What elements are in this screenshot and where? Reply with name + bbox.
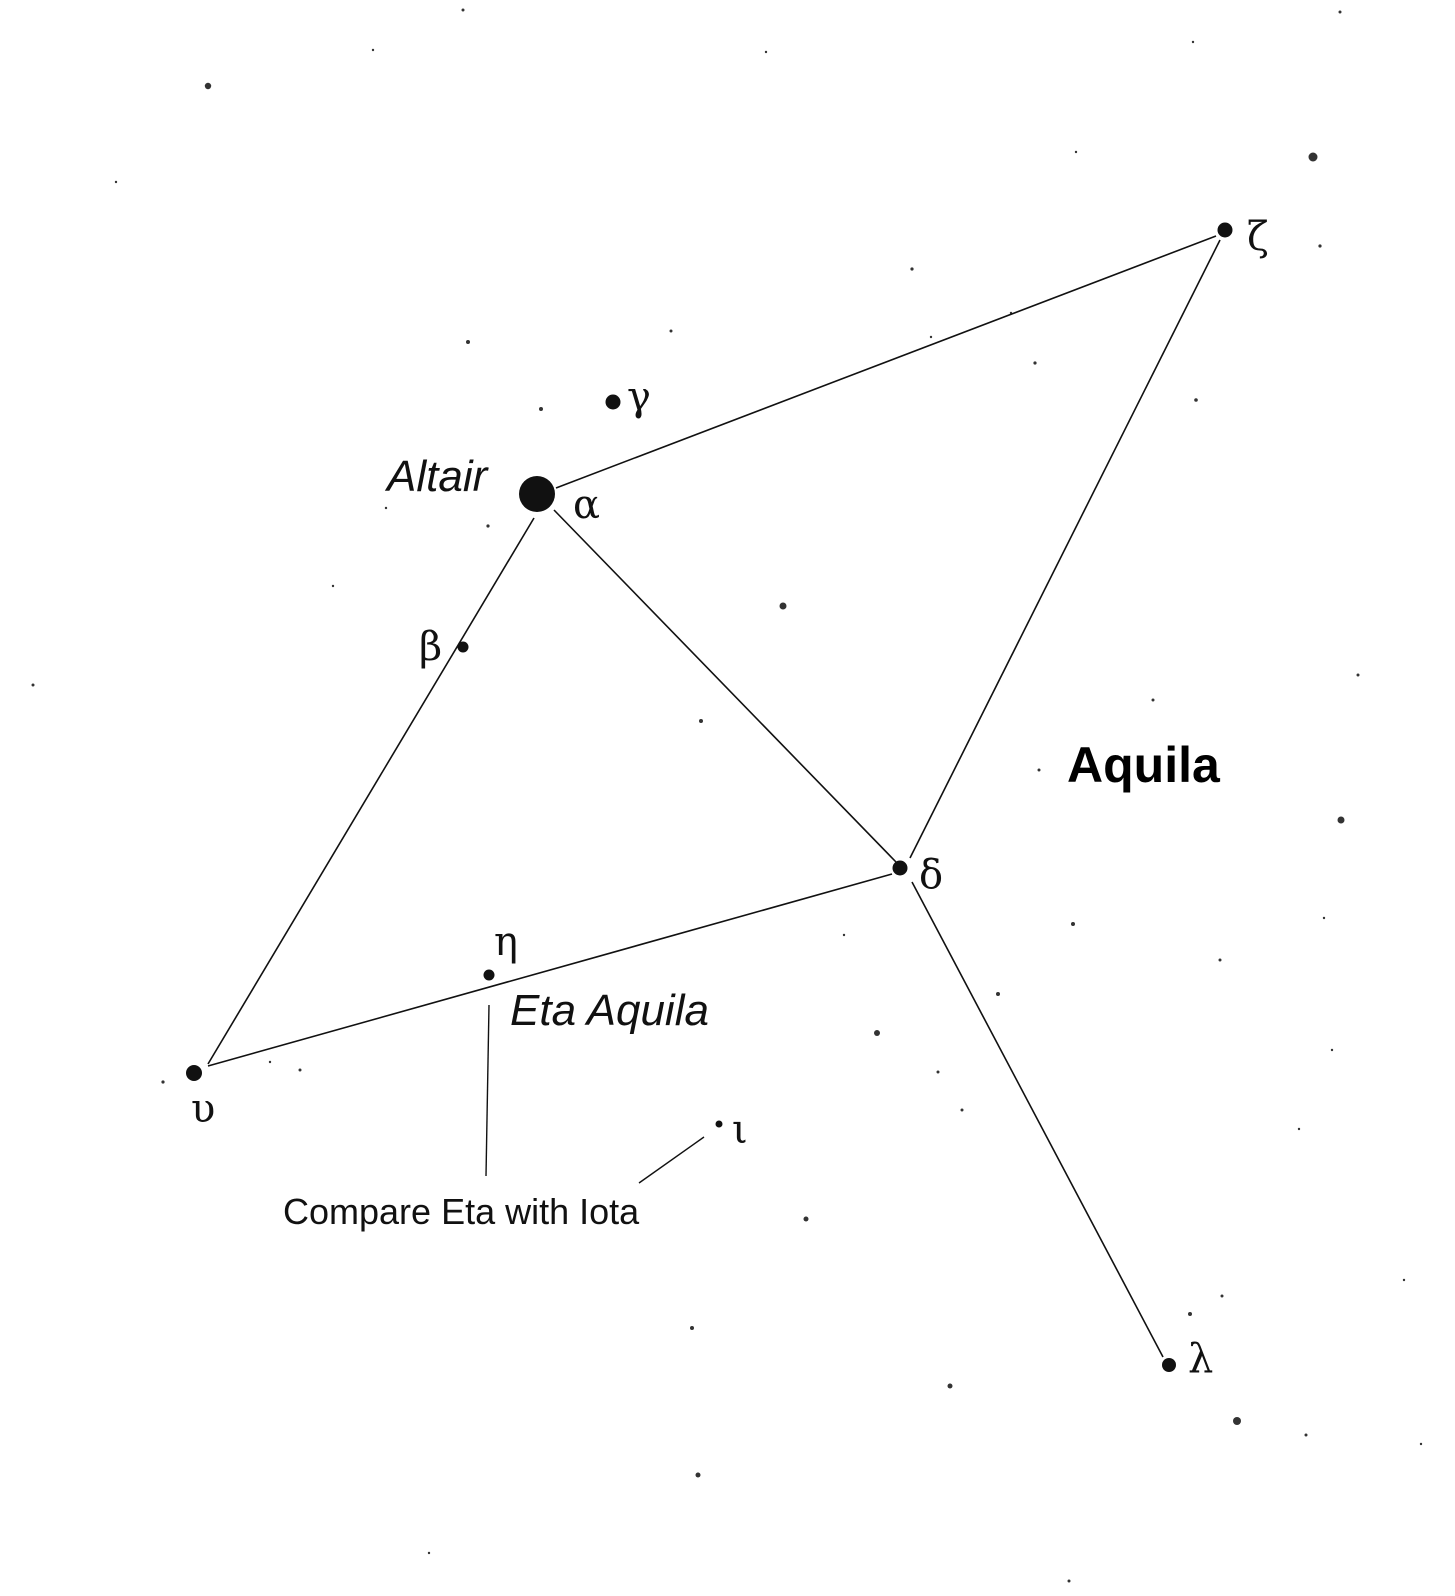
field-star (427, 1551, 431, 1555)
field-star (1067, 1579, 1071, 1583)
star-iota (715, 1120, 723, 1128)
field-star (1419, 1442, 1423, 1446)
field-star (1033, 361, 1037, 365)
constellation-stars (186, 222, 1233, 1372)
field-star (874, 1030, 880, 1036)
field-star (1308, 152, 1318, 162)
field-star (1071, 922, 1075, 926)
field-star (803, 1216, 809, 1222)
field-star (331, 584, 335, 588)
label-gamma: γ (627, 374, 651, 420)
label-upsilon: υ (191, 1086, 215, 1132)
line-delta-upsilon (207, 873, 893, 1067)
star-zeta (1217, 222, 1233, 238)
field-star (669, 329, 673, 333)
field-star (1322, 916, 1326, 920)
field-star (204, 82, 212, 90)
field-star (936, 1070, 940, 1074)
field-star (268, 1060, 272, 1064)
field-star (466, 340, 470, 344)
field-star (371, 48, 375, 52)
field-star (31, 683, 35, 687)
field-star (1338, 10, 1342, 14)
star-upsilon (186, 1065, 202, 1081)
field-star (1074, 150, 1078, 154)
line-delta-lambda (911, 881, 1164, 1358)
label-beta: β (419, 624, 442, 670)
line-zeta-delta (909, 239, 1221, 859)
field-star (1402, 1278, 1406, 1282)
annotation-pointers (485, 1004, 705, 1184)
field-stars (31, 8, 1423, 1583)
comparison-note: Compare Eta with Iota (283, 1191, 640, 1232)
field-star (779, 602, 787, 610)
field-star (1194, 398, 1198, 402)
label-alpha: α (573, 482, 600, 528)
field-star (1337, 816, 1345, 824)
line-alpha-upsilon (207, 517, 535, 1065)
field-star (695, 1472, 701, 1478)
field-star (1330, 1048, 1334, 1052)
label-delta: δ (919, 852, 943, 898)
label-eta: η (494, 919, 518, 965)
star-beta (457, 641, 469, 653)
field-star (699, 719, 703, 723)
field-star (1191, 40, 1195, 44)
label-lambda: λ (1188, 1336, 1213, 1382)
star-delta (892, 860, 908, 876)
greek-labels: α γ β ζ δ η υ ι λ (191, 214, 1269, 1382)
constellation-title: Aquila (1067, 737, 1221, 793)
field-star (690, 1326, 694, 1330)
field-star (960, 1108, 964, 1112)
field-star (929, 335, 933, 339)
pointer-eta (485, 1004, 490, 1177)
field-star (1220, 1294, 1224, 1298)
field-star (1297, 1127, 1301, 1131)
field-star (1218, 958, 1222, 962)
pointer-iota (638, 1136, 705, 1184)
star-eta (483, 969, 495, 981)
label-zeta: ζ (1247, 214, 1269, 260)
field-star (1037, 768, 1041, 772)
field-star (996, 992, 1000, 996)
field-star (114, 180, 118, 184)
constellation-lines (207, 235, 1221, 1358)
field-star (1151, 698, 1155, 702)
field-star (842, 933, 846, 937)
line-alpha-delta (553, 509, 897, 863)
field-star (1356, 673, 1360, 677)
star-alpha (519, 476, 555, 512)
field-star (539, 407, 543, 411)
field-star (298, 1068, 302, 1072)
star-gamma (605, 394, 621, 410)
field-star (161, 1080, 165, 1084)
field-star (1233, 1417, 1241, 1425)
field-star (1188, 1312, 1192, 1316)
label-iota: ι (732, 1107, 748, 1153)
field-star (461, 8, 465, 12)
field-star (910, 267, 914, 271)
field-star (1304, 1433, 1308, 1437)
star-lambda (1162, 1358, 1176, 1372)
field-star (384, 506, 388, 510)
label-altair: Altair (384, 452, 490, 501)
label-eta-aquila: Eta Aquila (510, 986, 709, 1035)
field-star (764, 50, 768, 54)
field-star (947, 1383, 953, 1389)
field-star (486, 524, 490, 528)
line-alpha-zeta (555, 235, 1217, 489)
field-star (1318, 244, 1322, 248)
